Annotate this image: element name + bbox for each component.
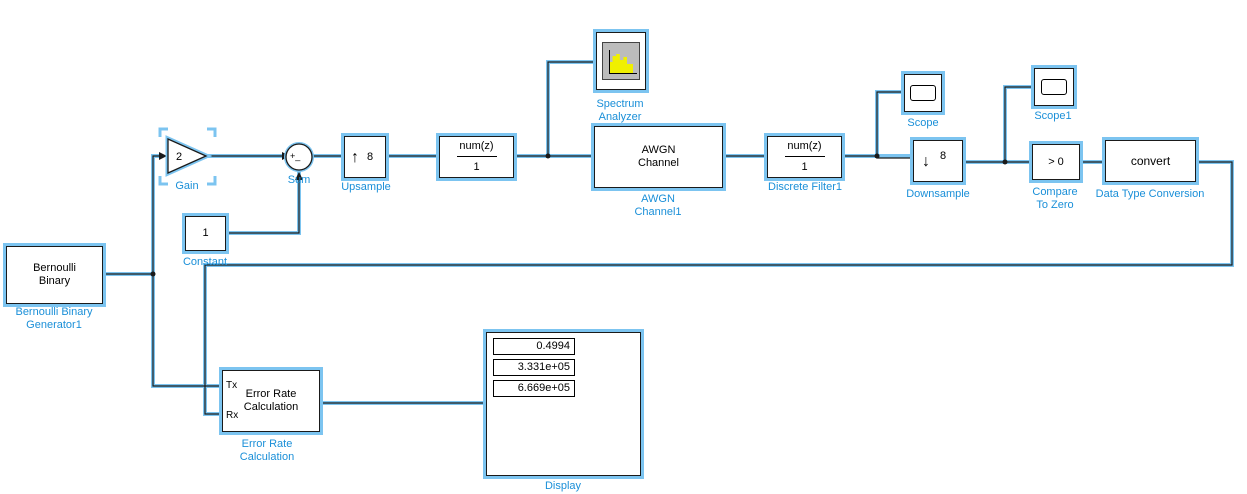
sum-signs: +_ (290, 151, 301, 161)
compare-text: > 0 (1048, 155, 1064, 168)
discrete-filter1-block[interactable]: num(z) 1 (767, 136, 842, 178)
scope1-label: Scope1 (1034, 110, 1072, 122)
sum-label: Sum (287, 174, 311, 186)
data-type-conversion-block[interactable]: convert (1105, 140, 1196, 182)
scope1-block[interactable] (1034, 68, 1074, 106)
spectrum-icon (602, 42, 640, 80)
scope-label: Scope (907, 117, 939, 129)
bernoulli-text1: Bernoulli (33, 262, 76, 274)
downsample-block[interactable]: ↓ 8 (913, 140, 963, 182)
filter2-label: Discrete Filter1 (768, 181, 842, 193)
awgn-text1: AWGN (641, 144, 676, 156)
gain-block[interactable]: 2 (158, 127, 217, 186)
bernoulli-text2: Binary (38, 275, 71, 287)
gain-value: 2 (176, 151, 182, 163)
tx-port-label: Tx (226, 380, 238, 391)
display-value-2: 6.669e+05 (493, 380, 575, 397)
bernoulli-block[interactable]: Bernoulli Binary (6, 246, 103, 304)
gain-label: Gain (175, 180, 199, 192)
scope-icon (910, 85, 936, 101)
constant-block[interactable]: 1 (185, 216, 226, 251)
display-block[interactable]: 0.4994 3.331e+05 6.669e+05 (486, 332, 641, 476)
constant-label: Constant (182, 256, 228, 268)
rx-port-label: Rx (226, 410, 239, 421)
downsample-factor: 8 (940, 149, 947, 162)
filter2-num: num(z) (787, 140, 822, 152)
up-arrow-icon: ↑ (351, 148, 359, 166)
display-value-1: 3.331e+05 (493, 359, 575, 376)
discrete-filter-block[interactable]: num(z) 1 (439, 136, 514, 178)
sum-block[interactable]: +_ (284, 142, 314, 172)
awgn-channel-block[interactable]: AWGN Channel (594, 126, 723, 188)
filter1-den: 1 (473, 161, 480, 173)
scope-block[interactable] (904, 74, 942, 112)
downsample-label: Downsample (906, 188, 970, 200)
scope1-icon (1041, 79, 1067, 95)
display-value-0: 0.4994 (493, 338, 575, 355)
upsample-block[interactable]: ↑ 8 (344, 136, 386, 178)
awgn-text2: Channel (638, 157, 679, 169)
error-rate-text2: Calculation (243, 401, 299, 413)
compare-to-zero-block[interactable]: > 0 (1032, 144, 1080, 180)
convert-label: Data Type Conversion (1095, 188, 1205, 200)
filter2-den: 1 (801, 161, 808, 173)
upsample-label: Upsample (341, 181, 391, 193)
spectrum-analyzer-block[interactable] (596, 32, 646, 90)
upsample-factor: 8 (367, 150, 374, 163)
convert-text: convert (1130, 153, 1171, 168)
down-arrow-icon: ↓ (922, 152, 930, 170)
error-rate-text1: Error Rate (245, 388, 297, 400)
constant-value: 1 (202, 227, 209, 239)
filter1-num: num(z) (459, 140, 494, 152)
error-rate-block[interactable]: Error Rate Calculation Tx Rx (222, 370, 320, 432)
display-label: Display (544, 480, 582, 492)
